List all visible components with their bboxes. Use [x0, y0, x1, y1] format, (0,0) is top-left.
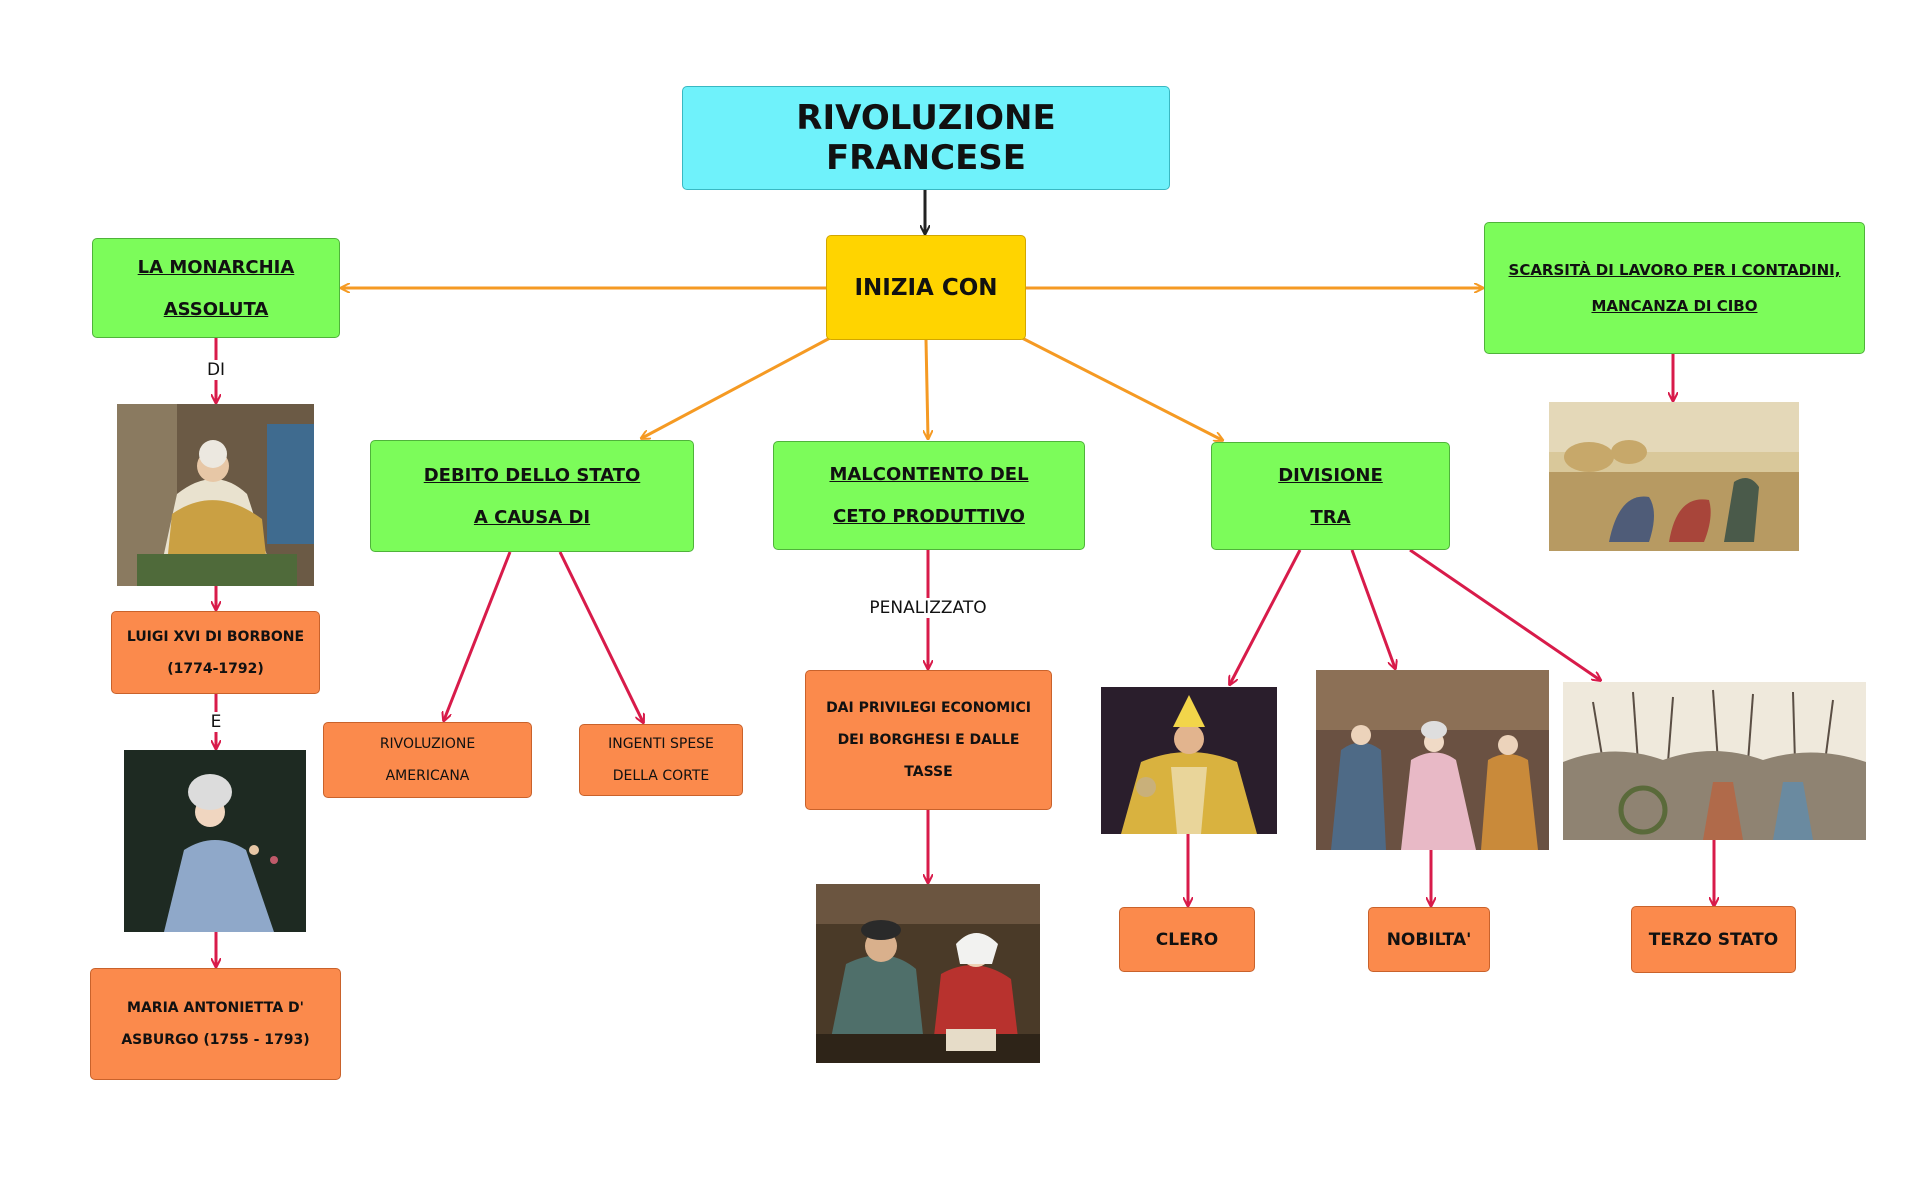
pope-portrait-icon	[1101, 687, 1277, 834]
leaf-terzo-stato[interactable]: TERZO STATO	[1631, 906, 1796, 973]
leaf-rivoluzione-americana[interactable]: RIVOLUZIONE AMERICANA	[323, 722, 532, 798]
arrow-center-to-malcontento	[926, 339, 928, 438]
portrait-queen-icon	[124, 750, 306, 932]
leaf-nobilta[interactable]: NOBILTA'	[1368, 907, 1490, 972]
branch-scarsita-text: SCARSITÀ DI LAVORO PER I CONTADINI, MANC…	[1508, 261, 1841, 315]
leaf-spese-corte-text: INGENTI SPESE DELLA CORTE	[608, 736, 714, 784]
title-text: RIVOLUZIONE FRANCESE	[796, 98, 1056, 178]
gleaners-painting-icon	[1549, 402, 1799, 551]
branch-divisione-text: DIVISIONE TRA	[1278, 464, 1383, 528]
arrow-center-to-divisione	[1021, 336, 1222, 440]
branch-malcontento[interactable]: MALCONTENTO DEL CETO PRODUTTIVO	[773, 441, 1085, 550]
center-node[interactable]: INIZIA CON	[826, 235, 1026, 340]
leaf-nobilta-text: NOBILTA'	[1386, 929, 1472, 950]
arrow-center-to-debito	[642, 336, 831, 438]
connector-label-e: E	[207, 712, 225, 732]
branch-monarchia[interactable]: LA MONARCHIA ASSOLUTA	[92, 238, 340, 338]
leaf-terzo-stato-text: TERZO STATO	[1648, 929, 1779, 950]
moneylender-painting-icon	[816, 884, 1040, 1063]
branch-malcontento-text: MALCONTENTO DEL CETO PRODUTTIVO	[829, 464, 1029, 527]
arrow-divisione-to-nobilta-pic	[1350, 549, 1395, 668]
crowd-march-icon	[1563, 682, 1866, 840]
branch-scarsita[interactable]: SCARSITÀ DI LAVORO PER I CONTADINI, MANC…	[1484, 222, 1865, 354]
branch-divisione[interactable]: DIVISIONE TRA	[1211, 442, 1450, 550]
leaf-clero-text: CLERO	[1155, 929, 1219, 950]
leaf-maria-text: MARIA ANTONIETTA D' ASBURGO (1755 - 1793…	[121, 1000, 310, 1048]
arrow-debito-to-spese	[558, 551, 643, 722]
arrow-debito-to-americana	[444, 551, 512, 720]
leaf-luigi-text: LUIGI XVI DI BORBONE (1774-1792)	[126, 628, 305, 677]
connector-label-penalizzato: PENALIZZATO	[866, 598, 990, 618]
leaf-privilegi[interactable]: DAI PRIVILEGI ECONOMICI DEI BORGHESI E D…	[805, 670, 1052, 810]
branch-monarchia-text: LA MONARCHIA ASSOLUTA	[137, 256, 295, 320]
nobility-painting-icon	[1316, 670, 1549, 850]
branch-debito-text: DEBITO DELLO STATO A CAUSA DI	[423, 464, 641, 528]
center-text: INIZIA CON	[854, 274, 998, 301]
leaf-maria[interactable]: MARIA ANTONIETTA D' ASBURGO (1755 - 1793…	[90, 968, 341, 1080]
branch-debito[interactable]: DEBITO DELLO STATO A CAUSA DI	[370, 440, 694, 552]
connector-label-di: DI	[203, 360, 229, 380]
arrow-divisione-to-clero-pic	[1230, 549, 1302, 684]
leaf-luigi[interactable]: LUIGI XVI DI BORBONE (1774-1792)	[111, 611, 320, 694]
portrait-king-icon	[117, 404, 314, 586]
leaf-rivoluzione-americana-text: RIVOLUZIONE AMERICANA	[379, 736, 476, 784]
leaf-clero[interactable]: CLERO	[1119, 907, 1255, 972]
leaf-privilegi-text: DAI PRIVILEGI ECONOMICI DEI BORGHESI E D…	[826, 700, 1031, 780]
arrow-divisione-to-terzo-pic	[1409, 548, 1600, 680]
title-node[interactable]: RIVOLUZIONE FRANCESE	[682, 86, 1170, 190]
leaf-spese-corte[interactable]: INGENTI SPESE DELLA CORTE	[579, 724, 743, 796]
